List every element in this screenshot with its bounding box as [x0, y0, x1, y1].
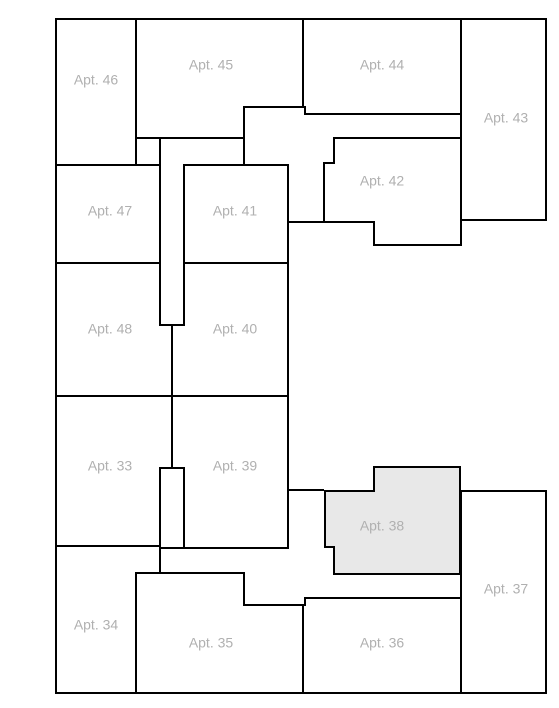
- apt-47-unit[interactable]: Apt. 47: [55, 164, 161, 264]
- apt-48-shape[interactable]: [55, 262, 173, 397]
- apt-48-unit[interactable]: Apt. 48: [55, 262, 173, 397]
- apt-45-unit[interactable]: Apt. 45: [135, 18, 304, 139]
- apt-37-unit[interactable]: Apt. 37: [460, 490, 547, 694]
- apt-35-shape[interactable]: [135, 572, 304, 694]
- building-outline: [55, 18, 547, 694]
- apt-44-shape[interactable]: [302, 18, 462, 115]
- apt-33-unit[interactable]: Apt. 33: [55, 395, 173, 547]
- apt-42-shape[interactable]: [323, 137, 462, 246]
- apt-35-unit[interactable]: Apt. 35: [135, 572, 304, 694]
- apt-36-shape[interactable]: [302, 597, 462, 694]
- apt-43-shape[interactable]: [460, 18, 547, 221]
- apt-46-unit[interactable]: Apt. 46: [55, 18, 137, 166]
- apt-42-unit[interactable]: Apt. 42: [323, 137, 462, 246]
- apt-45-shape[interactable]: [135, 18, 304, 139]
- apt-37-shape[interactable]: [460, 490, 547, 694]
- apt-43-unit[interactable]: Apt. 43: [460, 18, 547, 221]
- apt-41-unit[interactable]: Apt. 41: [183, 164, 289, 264]
- apt-38-shape[interactable]: [324, 466, 461, 575]
- apt-36-unit[interactable]: Apt. 36: [302, 597, 462, 694]
- apt-47-shape[interactable]: [55, 164, 161, 264]
- apt-39-unit[interactable]: Apt. 39: [171, 395, 289, 549]
- apt-40-unit[interactable]: Apt. 40: [171, 262, 289, 397]
- apt-41-shape[interactable]: [183, 164, 289, 264]
- apt-40-shape[interactable]: [171, 262, 289, 397]
- apt-33-shape[interactable]: [55, 395, 173, 547]
- apt-38-unit[interactable]: Apt. 38: [324, 466, 461, 575]
- apt-46-shape[interactable]: [55, 18, 137, 166]
- apt-39-shape[interactable]: [171, 395, 289, 549]
- apt-44-unit[interactable]: Apt. 44: [302, 18, 462, 115]
